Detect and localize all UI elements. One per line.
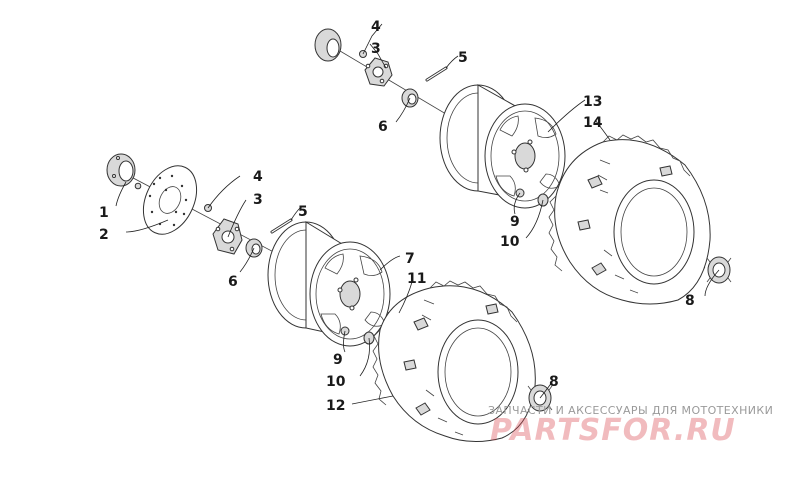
leader-6-lower: [239, 247, 255, 273]
lower-bearing-part1: [106, 153, 136, 187]
watermark-tagline: ЗАПЧАСТИ И АКСЕССУАРЫ ДЛЯ МОТОТЕХНИКИ: [488, 404, 774, 417]
upper-tire-part14: [548, 134, 711, 305]
upper-rim-part13: [439, 84, 566, 209]
leader-6-upper: [395, 97, 411, 123]
lower-cotter-pin-part5: [270, 218, 293, 234]
leader-3-upper: [369, 43, 387, 69]
leader-12: [351, 395, 394, 405]
callout-3-upper: 3: [371, 41, 381, 57]
callout-7: 7: [405, 251, 415, 267]
callout-6-lower: 6: [228, 274, 238, 290]
leader-10-lower: [359, 337, 370, 377]
leader-lines: [115, 23, 720, 405]
leader-14: [594, 119, 611, 141]
leader-8-lower: [539, 381, 553, 399]
callout-3-lower: 3: [253, 192, 263, 208]
lower-brake-disc-part2: [142, 165, 198, 235]
callout-9-upper: 9: [510, 214, 520, 230]
leader-5-upper: [445, 55, 459, 69]
leader-9-lower: [343, 330, 346, 353]
leader-4-upper: [362, 23, 383, 55]
leader-9-upper: [513, 192, 521, 215]
callout-9-lower: 9: [333, 352, 343, 368]
callout-12: 12: [326, 398, 345, 414]
callout-6-upper: 6: [378, 119, 388, 135]
leader-7: [379, 255, 401, 271]
lower-bolt-part1: [134, 182, 142, 190]
leader-8-upper: [704, 269, 720, 297]
leader-3-lower: [227, 199, 247, 238]
leader-11: [398, 281, 413, 314]
leader-4-lower: [207, 175, 241, 209]
leader-13: [547, 99, 586, 133]
leader-1: [115, 181, 127, 207]
callout-1: 1: [99, 205, 109, 221]
callout-14: 14: [583, 115, 603, 131]
leader-10-upper: [525, 199, 544, 239]
watermark-brand: PARTSFOR.RU: [490, 413, 736, 448]
callout-11: 11: [407, 271, 426, 287]
upper-wheel-hub-part3: [364, 57, 393, 87]
lower-wheel-hub-part3: [212, 218, 243, 255]
callout-labels: 4 3 5 6 13 14 9 10 8 1 2 4 3 5 6 7 11 9 …: [99, 19, 695, 414]
callout-10-upper: 10: [500, 234, 520, 250]
upper-cotter-pin-part5: [425, 66, 448, 82]
callout-8-upper: 8: [685, 293, 695, 309]
lower-rim-part7: [267, 221, 391, 347]
callout-5-lower: 5: [298, 204, 308, 220]
lower-axle-assembly: [106, 153, 553, 442]
leader-2: [125, 219, 169, 233]
callout-4-upper: 4: [371, 19, 381, 35]
callout-4-lower: 4: [253, 169, 263, 185]
leader-5-lower: [290, 207, 301, 221]
callout-10-lower: 10: [326, 374, 346, 390]
callout-2: 2: [99, 227, 109, 243]
upper-hub-housing: [314, 28, 342, 62]
callout-5-upper: 5: [458, 50, 468, 66]
callout-13: 13: [583, 94, 602, 110]
upper-axle-assembly: [314, 28, 732, 305]
callout-8-lower: 8: [549, 374, 559, 390]
lower-tire-part12: [372, 280, 536, 442]
